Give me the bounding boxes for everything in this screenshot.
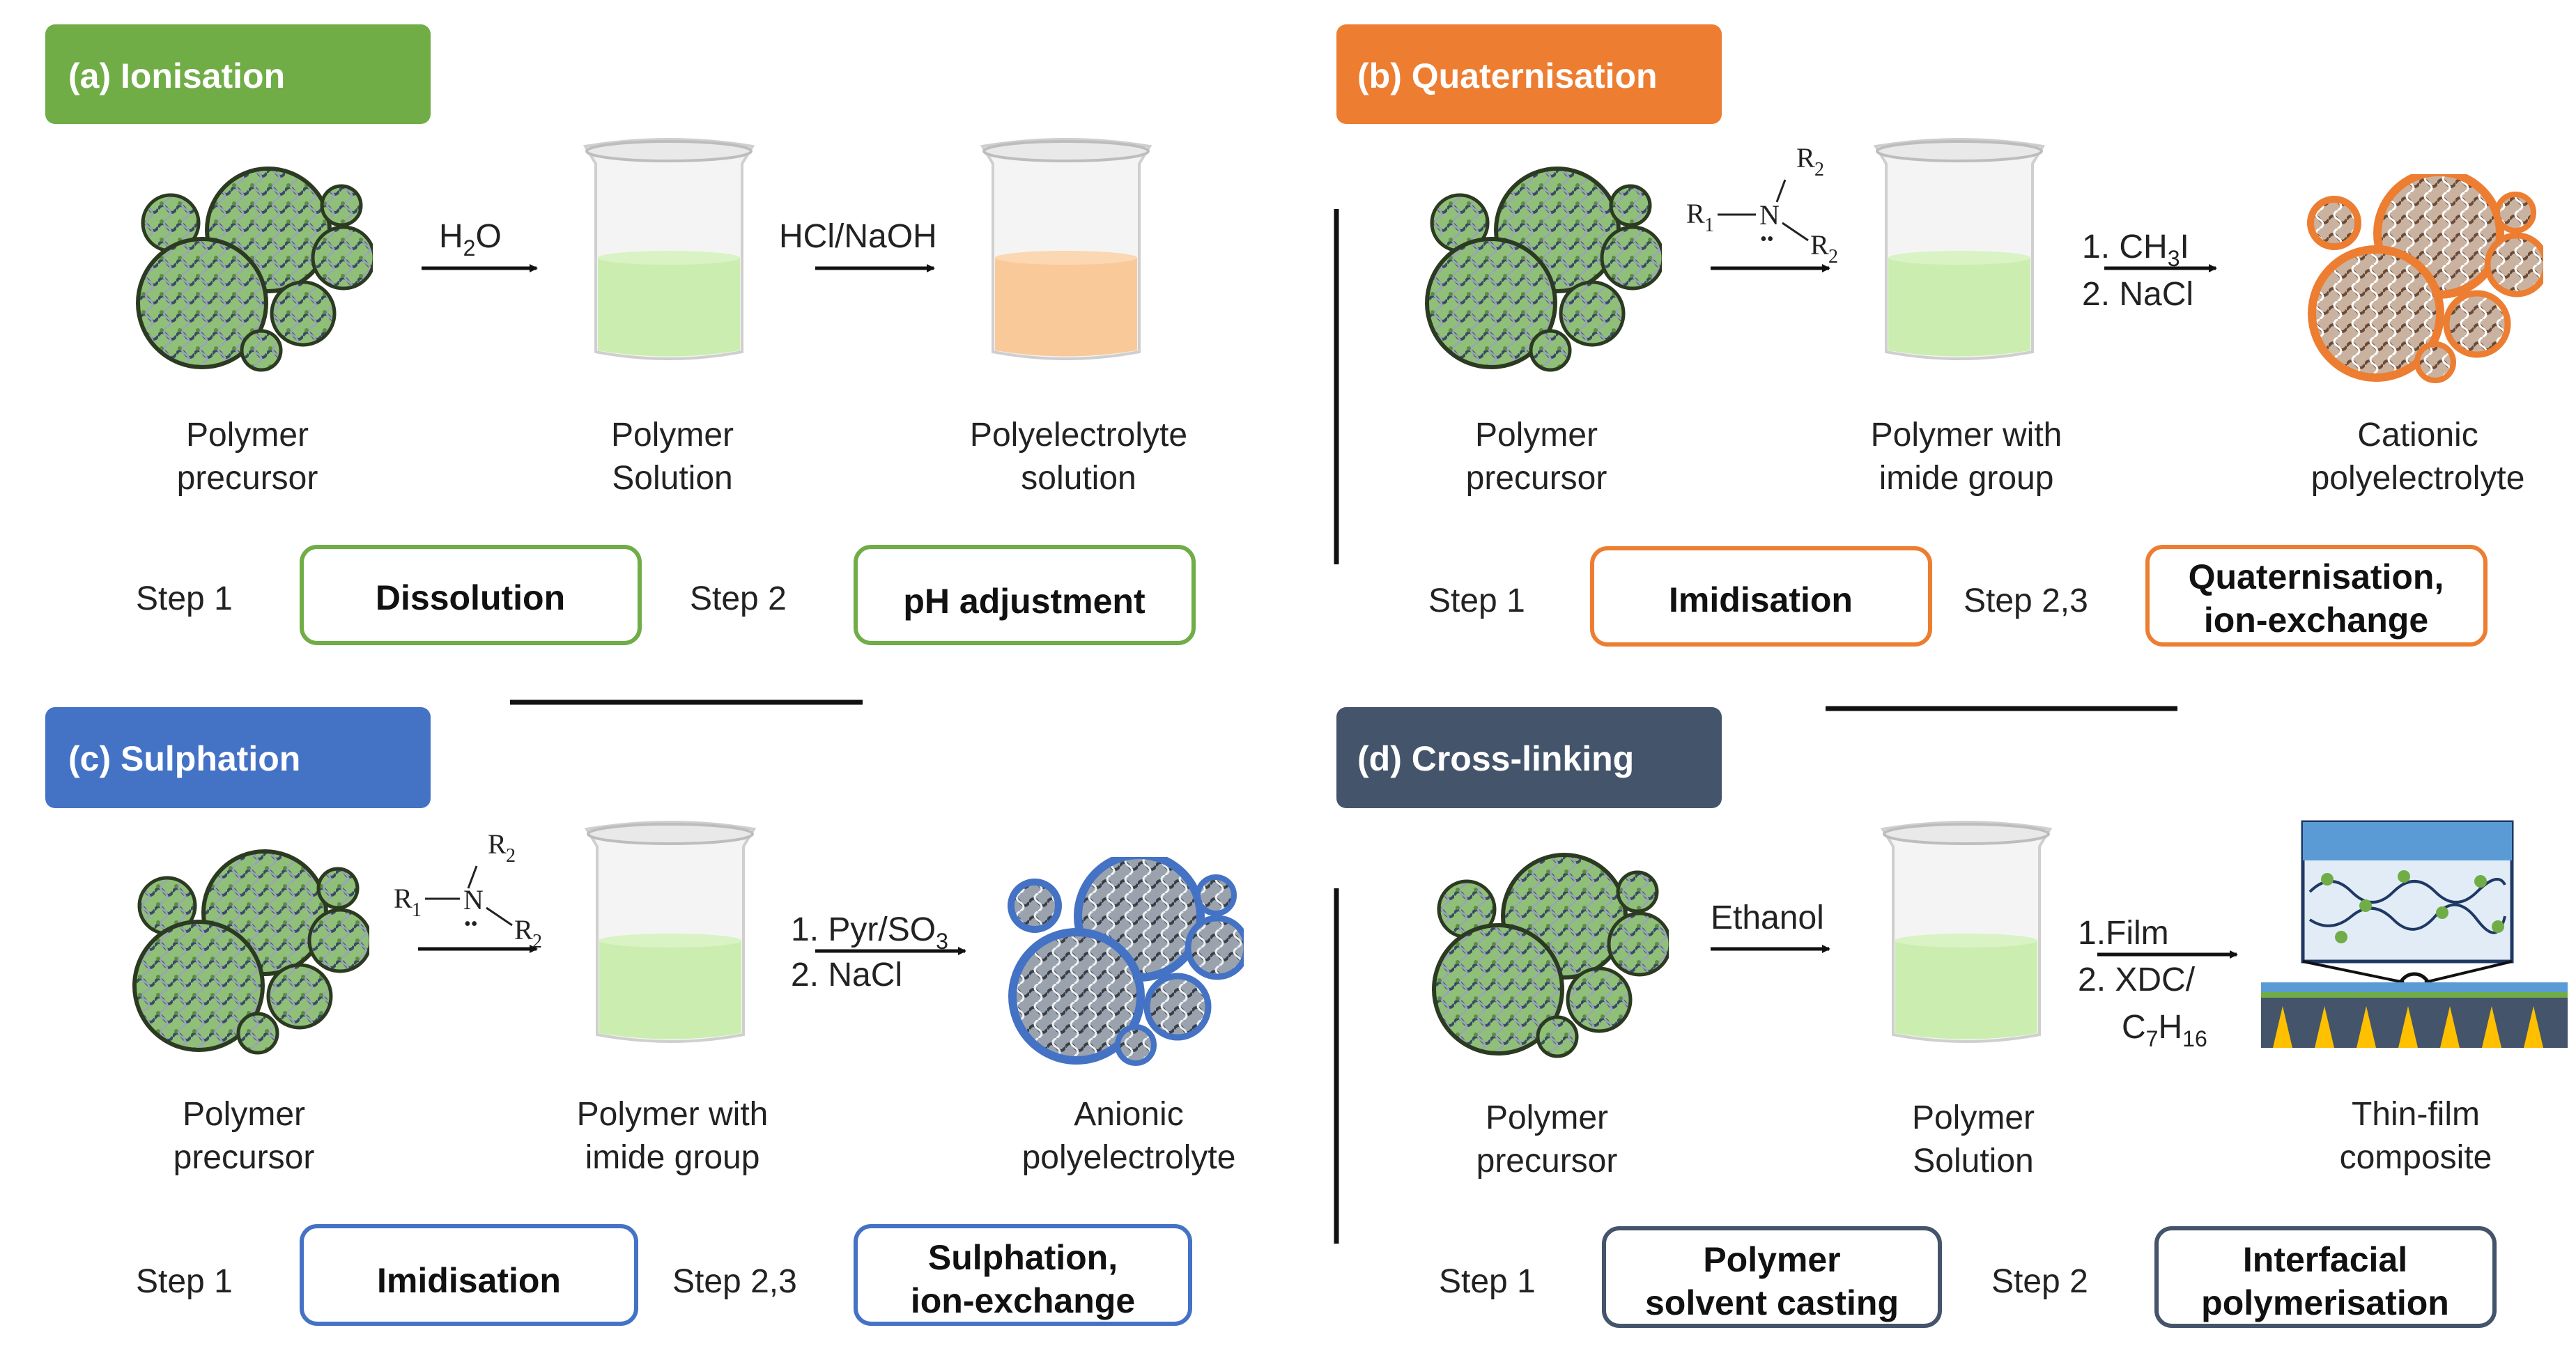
step-box <box>300 1224 638 1326</box>
step-box-label: Imidisation <box>377 1261 561 1300</box>
step-label: Step 1 <box>136 1263 233 1300</box>
step-box-label: Imidisation <box>1669 580 1853 619</box>
svg-text:2: 2 <box>1814 159 1824 180</box>
amine-structure-icon: R 2 R 1 N •• R 2 <box>1686 142 1838 268</box>
step-box-label: Sulphation,ion-exchange <box>911 1238 1135 1320</box>
polymer-cluster-icon <box>134 851 371 1053</box>
step-box <box>2145 545 2488 647</box>
polymer-cluster-icon <box>1434 855 1670 1056</box>
step-label: Step 2,3 <box>672 1263 797 1300</box>
panel-b-header <box>1336 24 1722 124</box>
svg-text:••: •• <box>464 913 478 935</box>
beaker-icon <box>981 138 1151 360</box>
reagent-label: 1.Film <box>2078 915 2169 952</box>
step-label: Step 2 <box>1991 1263 2088 1300</box>
polymer-cluster-icon <box>1011 855 1247 1063</box>
panel-c-title: (c) Sulphation <box>68 739 300 778</box>
svg-text:N: N <box>1759 199 1780 231</box>
step-label: Step 2,3 <box>1964 582 2088 619</box>
reagent-label: 2. XDC/ <box>2078 961 2196 998</box>
svg-text:R: R <box>514 914 533 945</box>
svg-text:1: 1 <box>1704 215 1714 236</box>
step-box <box>300 545 642 645</box>
step-box <box>1590 546 1932 647</box>
step-label: Step 1 <box>136 580 233 617</box>
polymer-cluster-icon <box>138 169 374 370</box>
svg-text:R: R <box>1686 198 1705 229</box>
thin-film-composite-icon <box>2261 820 2568 1048</box>
panel-d-header <box>1336 707 1722 808</box>
beaker-icon <box>585 821 755 1043</box>
reagent-label: 2. NaCl <box>791 957 902 994</box>
svg-text:1: 1 <box>412 899 422 921</box>
panel-d-title: (d) Cross-linking <box>1357 739 1634 778</box>
panel-c: (c) Sulphation R 2 R 1 N •• R 2 1. Pyr/S… <box>45 707 1247 1326</box>
beaker-icon <box>1874 138 2044 360</box>
svg-text:R: R <box>1796 142 1815 173</box>
step-box-label: pH adjustment <box>903 582 1146 621</box>
beaker-icon <box>584 138 754 360</box>
step-box <box>854 1224 1192 1326</box>
polymer-cluster-icon <box>1427 169 1663 370</box>
panel-a-header <box>45 24 431 124</box>
reagent-label: Ethanol <box>1711 899 1824 936</box>
svg-text:R: R <box>394 883 412 914</box>
svg-text:••: •• <box>1760 229 1774 250</box>
panel-b: (b) Quaternisation R 2 R 1 N •• R 2 1. C… <box>1334 24 2546 647</box>
step-label: Step 2 <box>690 580 787 617</box>
svg-text:R: R <box>1810 229 1829 261</box>
panel-c-header <box>45 707 431 808</box>
svg-text:R: R <box>488 828 507 860</box>
reagent-label: HCl/NaOH <box>779 218 937 255</box>
step-box <box>2154 1226 2497 1328</box>
step-box <box>854 545 1196 645</box>
svg-text:N: N <box>463 884 484 915</box>
reagent-label: 2. NaCl <box>2082 276 2193 313</box>
reagent-label: H2O <box>439 218 502 261</box>
step-label: Step 1 <box>1428 582 1525 619</box>
panel-b-title: (b) Quaternisation <box>1357 56 1658 95</box>
panel-d: (d) Cross-linking Ethanol 1.Film 2. XDC/… <box>1334 707 2568 1328</box>
step-box <box>1602 1226 1942 1328</box>
svg-text:2: 2 <box>1828 246 1838 268</box>
beaker-icon <box>1881 821 2051 1043</box>
reagent-label: C7H16 <box>2122 1009 2207 1051</box>
amine-structure-icon: R 2 R 1 N •• R 2 <box>394 828 542 952</box>
step-label: Step 1 <box>1439 1263 1536 1300</box>
panel-a-title: (a) Ionisation <box>68 56 285 95</box>
reagent-label: 1. CH3I <box>2082 229 2189 271</box>
step-box-label: Dissolution <box>376 578 565 617</box>
reagent-label: 1. Pyr/SO3 <box>791 911 948 954</box>
svg-text:2: 2 <box>506 845 516 867</box>
step-box-label: Quaternisation,ion-exchange <box>2189 557 2444 640</box>
polymer-cluster-icon <box>2311 172 2546 380</box>
